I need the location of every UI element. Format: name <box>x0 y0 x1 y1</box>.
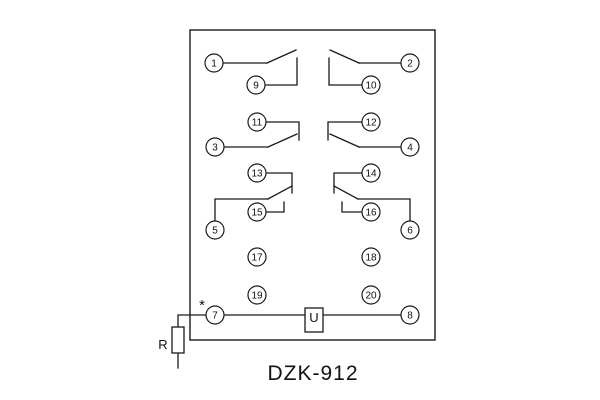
coil-circuit: U R * <box>158 297 402 369</box>
terminal-circle <box>205 137 225 157</box>
terminal-number: 7 <box>212 311 218 322</box>
terminal-15: 15 <box>247 202 267 222</box>
wire-segment <box>265 172 293 194</box>
wire-segment <box>328 57 363 86</box>
wire-segment <box>333 172 363 194</box>
terminal-number: 18 <box>365 253 377 264</box>
terminal-2: 2 <box>400 53 420 73</box>
terminal-circle <box>247 247 267 267</box>
terminal-circle <box>204 53 224 73</box>
model-title: DZK-912 <box>267 362 358 385</box>
polarity-mark: * <box>199 297 205 314</box>
terminal-circle <box>361 247 381 267</box>
terminal-circle <box>247 202 267 222</box>
resistor-label: R <box>158 337 167 352</box>
terminal-circle <box>246 75 266 95</box>
terminal-7: 7 <box>205 305 225 325</box>
contact-blade <box>267 185 293 200</box>
contact-12-4 <box>327 121 402 148</box>
terminal-18: 18 <box>361 247 381 267</box>
terminal-12: 12 <box>361 112 381 132</box>
terminal-number: 16 <box>365 208 377 219</box>
terminal-circle <box>400 137 420 157</box>
terminal-number: 1 <box>211 59 217 70</box>
terminal-6: 6 <box>400 220 420 240</box>
contact-blade <box>266 49 297 64</box>
terminal-1: 1 <box>204 53 224 73</box>
terminal-3: 3 <box>205 137 225 157</box>
terminal-circle <box>247 285 267 305</box>
terminal-circle <box>400 53 420 73</box>
terminal-13: 13 <box>247 163 267 183</box>
coil-label: U <box>309 310 318 325</box>
terminal-10: 10 <box>361 75 381 95</box>
terminal-circle <box>205 220 225 240</box>
contact-blade <box>329 49 360 64</box>
terminal-circle <box>361 163 381 183</box>
wire-segment <box>265 121 300 141</box>
terminal-circle <box>361 112 381 132</box>
terminal-16: 16 <box>361 202 381 222</box>
wire-segment <box>327 121 363 141</box>
resistor-box <box>171 326 185 354</box>
terminal-circle <box>400 220 420 240</box>
terminal-number: 10 <box>365 81 377 92</box>
wire-segment <box>214 198 269 222</box>
contact-blade <box>329 133 360 148</box>
terminal-9: 9 <box>246 75 266 95</box>
terminal-number: 5 <box>212 226 218 237</box>
terminal-19: 19 <box>247 285 267 305</box>
wire-segment <box>357 198 411 222</box>
terminal-circle <box>205 305 225 325</box>
terminal-circle <box>361 75 381 95</box>
contact-blade <box>267 133 298 148</box>
contact-14-16-6 <box>333 172 411 222</box>
terminal-number: 4 <box>407 143 413 154</box>
terminal-circle <box>247 163 267 183</box>
terminal-14: 14 <box>361 163 381 183</box>
terminal-number: 20 <box>365 291 377 302</box>
terminal-number: 13 <box>251 169 263 180</box>
wire-segment <box>265 201 285 213</box>
terminal-number: 3 <box>212 143 218 154</box>
terminal-circle <box>400 305 420 325</box>
terminal-number: 15 <box>251 208 263 219</box>
terminal-11: 11 <box>247 112 267 132</box>
wire-segment <box>341 201 363 213</box>
terminal-20: 20 <box>361 285 381 305</box>
coil-box <box>304 307 324 333</box>
terminal-circle <box>361 285 381 305</box>
contact-11-3 <box>223 121 300 148</box>
contact-13-15-5 <box>214 172 293 222</box>
terminal-number: 9 <box>253 81 259 92</box>
wire-segment <box>177 314 207 328</box>
terminal-8: 8 <box>400 305 420 325</box>
terminal-number: 19 <box>251 291 263 302</box>
contact-1-9 <box>222 49 298 86</box>
wire-segment <box>264 57 298 86</box>
terminal-number: 6 <box>407 226 413 237</box>
terminal-number: 2 <box>407 59 413 70</box>
terminal-number: 17 <box>251 253 263 264</box>
contact-blade <box>333 185 359 200</box>
relay-case-outline <box>189 29 436 341</box>
terminal-circle <box>247 112 267 132</box>
terminal-number: 12 <box>365 118 377 129</box>
terminal-4: 4 <box>400 137 420 157</box>
terminal-5: 5 <box>205 220 225 240</box>
terminal-17: 17 <box>247 247 267 267</box>
terminal-number: 11 <box>252 118 263 129</box>
terminal-number: 14 <box>365 169 377 180</box>
terminal-number: 8 <box>407 311 413 322</box>
terminal-circle <box>361 202 381 222</box>
contact-2-10 <box>328 49 402 86</box>
